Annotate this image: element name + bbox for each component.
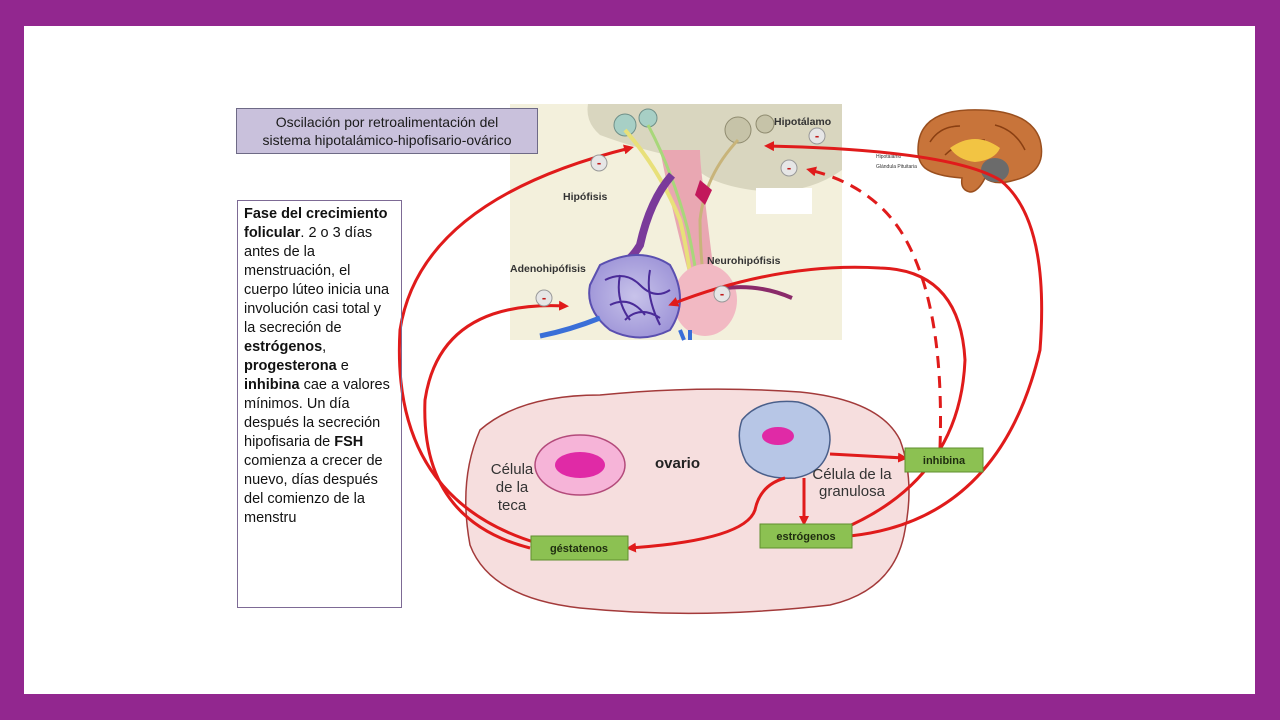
text-part-6: e (336, 358, 349, 374)
text-part-10: comienza a crecer de nuevo, días después… (244, 453, 383, 526)
arrow-gestagenos-hipotalamo (397, 144, 634, 546)
text-bold-phase: Fase del crecimiento folicular (244, 206, 388, 241)
label-celula-teca-2: de la (496, 479, 529, 496)
svg-text:-: - (787, 160, 791, 175)
hormone-box-gestagenos: géstatenos (530, 535, 629, 561)
svg-text:-: - (815, 128, 819, 143)
label-celula-granulosa-1: Célula de la (812, 466, 892, 483)
svg-text:-: - (597, 155, 601, 170)
svg-text:-: - (542, 290, 546, 305)
arrow-gestagenos-adenohipofisis (423, 300, 569, 550)
svg-text:-: - (720, 286, 724, 301)
arrow-granulosa-inhibina (829, 452, 908, 463)
arrow-granulosa-gestagenos (626, 476, 786, 553)
description-text: Fase del crecimiento folicular. 2 o 3 dí… (237, 200, 402, 608)
hormone-label-inhibina: inhibina (923, 455, 966, 467)
ovary-shape (465, 388, 910, 615)
text-part-8: cae a valores mínimos. Un día después la… (244, 377, 390, 450)
cerebellum (981, 158, 1009, 182)
label-celula-granulosa-2: granulosa (819, 483, 886, 500)
label-hipofisis: Hipófisis (563, 191, 607, 203)
minus-sign-1: - (590, 154, 608, 172)
hormone-label-estrogenos: estrógenos (776, 531, 835, 543)
hormone-box-inhibina: inhibina (904, 447, 984, 473)
title-line-2: sistema hipotalámico-hipofisario-ovárico (262, 132, 512, 148)
minus-sign-2: - (808, 127, 826, 145)
capillary-network (604, 269, 671, 326)
label-hipotalamo: Hipotálamo (774, 116, 831, 128)
minus-sign-5: - (713, 285, 731, 303)
label-neurohipofisis: Neurohipófisis (707, 255, 781, 267)
nucleus-3 (724, 116, 752, 144)
vessel-right (724, 285, 793, 300)
pituitary-illustration (510, 104, 842, 341)
text-bold-inhibina: inhibina (244, 377, 300, 393)
hypophyseal-artery (695, 180, 712, 205)
label-celula-teca-1: Célula (491, 461, 534, 478)
hormone-label-gestagenos: géstatenos (550, 543, 608, 555)
nucleus-1 (613, 113, 637, 137)
text-bold-progesterona: progesterona (244, 358, 337, 374)
nucleus-2 (638, 108, 658, 128)
text-bold-fsh: FSH (334, 434, 364, 450)
nucleus-4 (755, 114, 775, 134)
feedback-signs: - - - - - (535, 127, 826, 307)
minus-sign-4: - (535, 289, 553, 307)
text-part-4: , (322, 339, 327, 355)
theca-cell-nucleus (555, 452, 605, 478)
granulosa-cell-nucleus (762, 427, 794, 445)
brain-inner (950, 139, 1000, 162)
blank-patch (756, 188, 812, 214)
brain-label-hipotalamo: Hipotálamo (876, 154, 902, 160)
minus-sign-3: - (780, 159, 798, 177)
text-bold-estrogenos: estrógenos (244, 339, 323, 355)
brain-illustration: Hipotálamo Glándula Pituitaria (876, 109, 1043, 193)
label-celula-teca-3: teca (498, 497, 527, 514)
hormone-box-estrogenos: estrógenos (759, 523, 853, 549)
text-part-2: . 2 o 3 días antes de la menstruación, e… (244, 225, 390, 336)
label-adenohipofisis: Adenohipófisis (510, 263, 586, 275)
label-ovario: ovario (655, 455, 700, 472)
arrow-estrogenos-hipotalamo (764, 141, 1044, 538)
vein-right (678, 329, 692, 341)
brain-label-glandula: Glándula Pituitaria (876, 164, 917, 170)
vein-left (539, 315, 601, 339)
arrow-inhibina-hipotalamo (806, 166, 942, 449)
title-line-1: Oscilación por retroalimentación del (275, 114, 499, 130)
diagram-title: Oscilación por retroalimentación del sis… (236, 108, 538, 154)
neurohypophysis-lobe (673, 264, 737, 336)
